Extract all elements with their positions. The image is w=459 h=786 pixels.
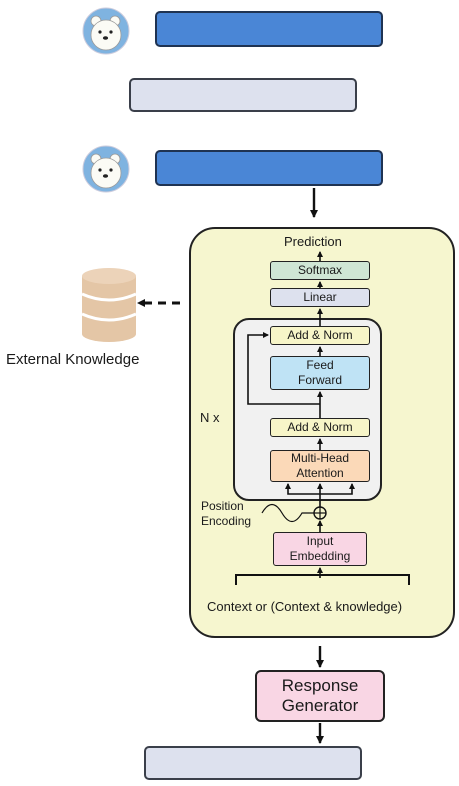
third-message-bar	[155, 150, 383, 186]
database-icon	[81, 268, 137, 342]
middle-message-bar	[129, 78, 357, 112]
response-generator-block: Response Generator	[255, 670, 385, 722]
polar-bear-icon	[82, 7, 130, 55]
add-norm-top-block: Add & Norm	[270, 326, 370, 345]
avatar-third	[82, 145, 130, 193]
linear-block: Linear	[270, 288, 370, 307]
top-message-bar	[155, 11, 383, 47]
response-bar	[144, 746, 362, 780]
position-encoding-label: Position Encoding	[201, 499, 252, 528]
repeat-label: N x	[200, 410, 220, 425]
softmax-block: Softmax	[270, 261, 370, 280]
multi-head-attention-block: Multi-Head Attention	[270, 450, 370, 482]
feed-forward-block: Feed Forward	[270, 356, 370, 390]
input-embedding-block: Input Embedding	[273, 532, 367, 566]
external-knowledge: External Knowledge	[0, 262, 180, 372]
prediction-label: Prediction	[284, 234, 342, 249]
polar-bear-icon	[82, 145, 130, 193]
add-norm-bottom-block: Add & Norm	[270, 418, 370, 437]
external-knowledge-label: External Knowledge	[6, 351, 140, 368]
context-label: Context or (Context & knowledge)	[207, 599, 403, 614]
avatar-top	[82, 7, 130, 55]
